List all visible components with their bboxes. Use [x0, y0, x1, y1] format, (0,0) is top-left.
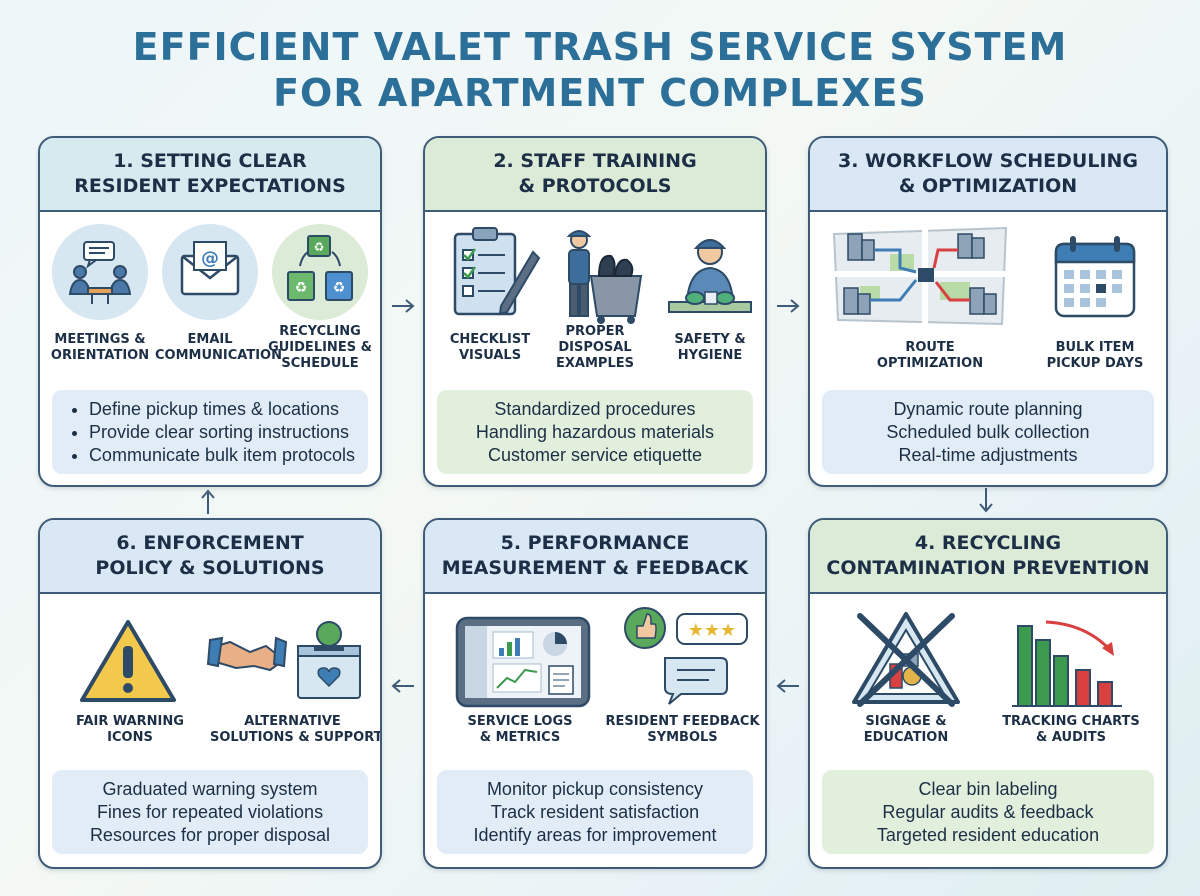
- note-item: Handling hazardous materials: [475, 421, 715, 442]
- note-item: Standardized procedures: [494, 398, 696, 419]
- email-icon: @: [162, 224, 258, 320]
- label-service-logs: SERVICE LOGS& METRICS: [467, 714, 573, 745]
- panel-3-heading: 3. WORKFLOW SCHEDULING & OPTIMIZATION: [810, 138, 1166, 212]
- label-meetings-orientation: MEETINGS &ORIENTATION: [50, 332, 150, 363]
- recycling-bins-icon: ♻ ♻ ♻: [272, 224, 368, 320]
- panel-2-staff-training: 2. STAFF TRAINING & PROTOCOLS: [423, 136, 767, 487]
- panel-3-workflow-scheduling: 3. WORKFLOW SCHEDULING & OPTIMIZATION: [808, 136, 1168, 487]
- panel-4-recycling-contamination: 4. RECYCLING CONTAMINATION PREVENTION SI…: [808, 518, 1168, 869]
- note-item: Regular audits & feedback: [882, 801, 1094, 822]
- title-line-1: EFFICIENT VALET TRASH SERVICE SYSTEM: [132, 25, 1068, 69]
- label-signage-education: SIGNAGE &EDUCATION: [863, 714, 949, 745]
- note-item: Define pickup times & locations: [89, 398, 355, 421]
- panel-6-enforcement-policy: 6. ENFORCEMENT POLICY & SOLUTIONS FAIR W…: [38, 518, 382, 869]
- arrow-1-to-2: [392, 299, 415, 313]
- svg-text:♻: ♻: [314, 240, 325, 254]
- note-item: Scheduled bulk collection: [886, 421, 1090, 442]
- meeting-icon: [52, 224, 148, 320]
- crossed-sign-icon: [852, 612, 960, 707]
- note-item: Targeted resident education: [876, 824, 1100, 845]
- panel-2-heading: 2. STAFF TRAINING & PROTOCOLS: [425, 138, 765, 212]
- note-item: Provide clear sorting instructions: [89, 421, 355, 444]
- svg-text:★★★: ★★★: [688, 620, 736, 641]
- note-item: Real-time adjustments: [898, 444, 1078, 465]
- note-item: Fines for repeated violations: [96, 801, 324, 822]
- note-item: Track resident satisfaction: [490, 801, 700, 822]
- label-tracking-charts: TRACKING CHARTS& AUDITS: [1002, 714, 1140, 745]
- panel-4-heading: 4. RECYCLING CONTAMINATION PREVENTION: [810, 520, 1166, 594]
- gloved-worker-icon: [668, 239, 752, 313]
- declining-chart-icon: [1012, 620, 1122, 707]
- tablet-dashboard-icon: [455, 616, 591, 708]
- page-title: EFFICIENT VALET TRASH SERVICE SYSTEM FOR…: [0, 24, 1200, 116]
- label-safety-hygiene: SAFETY &HYGIENE: [674, 332, 746, 363]
- svg-text:♻: ♻: [333, 280, 346, 296]
- note-item: Clear bin labeling: [918, 778, 1058, 799]
- panel-6-heading: 6. ENFORCEMENT POLICY & SOLUTIONS: [40, 520, 380, 594]
- panel-2-notes: Standardized procedures Handling hazardo…: [437, 390, 753, 474]
- panel-5-notes: Monitor pickup consistency Track residen…: [437, 770, 753, 854]
- warning-icon: [80, 620, 176, 702]
- handshake-box-icon: [206, 621, 361, 699]
- panel-1-notes: Define pickup times & locations Provide …: [52, 390, 368, 474]
- calendar-icon: [1054, 236, 1136, 318]
- svg-text:@: @: [201, 248, 219, 269]
- arrow-3-to-4: [979, 488, 993, 513]
- checklist-icon: [453, 227, 541, 316]
- svg-text:♻: ♻: [295, 280, 308, 296]
- note-item: Monitor pickup consistency: [486, 778, 704, 799]
- panel-4-notes: Clear bin labeling Regular audits & feed…: [822, 770, 1154, 854]
- arrow-2-to-3: [777, 299, 800, 313]
- panel-5-performance-measurement: 5. PERFORMANCE MEASUREMENT & FEEDBACK ★★…: [423, 518, 767, 869]
- worker-cart-icon: [566, 230, 643, 324]
- panel-1-heading: 1. SETTING CLEAR RESIDENT EXPECTATIONS: [40, 138, 380, 212]
- panel-3-notes: Dynamic route planning Scheduled bulk co…: [822, 390, 1154, 474]
- feedback-icon: ★★★: [624, 607, 748, 705]
- route-map-icon: [830, 224, 1010, 329]
- note-item: Graduated warning system: [102, 778, 318, 799]
- panel-6-notes: Graduated warning system Fines for repea…: [52, 770, 368, 854]
- note-item: Identify areas for improvement: [473, 824, 717, 845]
- panel-1-resident-expectations: 1. SETTING CLEAR RESIDENT EXPECTATIONS @: [38, 136, 382, 487]
- note-item: Communicate bulk item protocols: [89, 444, 355, 467]
- note-item: Resources for proper disposal: [89, 824, 331, 845]
- arrow-5-to-6: [391, 679, 414, 693]
- panel-5-heading: 5. PERFORMANCE MEASUREMENT & FEEDBACK: [425, 520, 765, 594]
- arrow-4-to-5: [776, 679, 799, 693]
- arrow-6-to-1: [201, 489, 215, 514]
- note-item: Dynamic route planning: [893, 398, 1083, 419]
- note-item: Customer service etiquette: [487, 444, 703, 465]
- title-line-2: FOR APARTMENT COMPLEXES: [273, 71, 927, 115]
